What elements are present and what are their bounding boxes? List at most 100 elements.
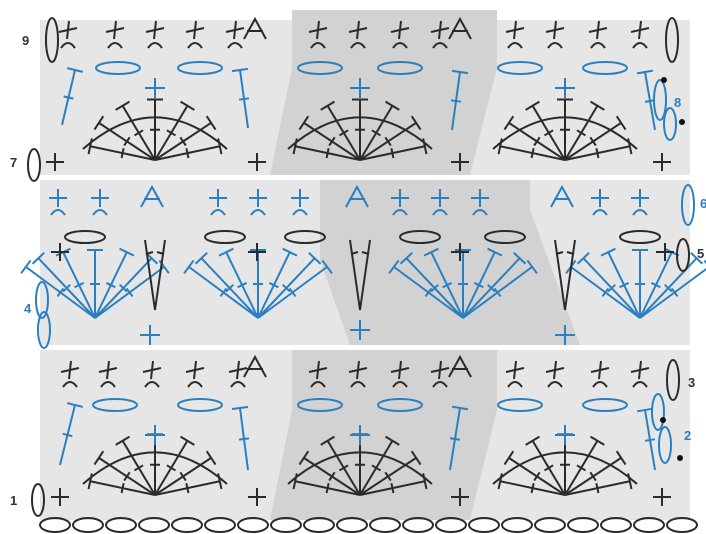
row2-fan-1-dc2-top xyxy=(320,435,335,446)
row9-sc-12-v xyxy=(638,20,642,40)
row2-fan-0-dc2-tick xyxy=(133,464,144,472)
row2-fan-1-dc4-tick xyxy=(371,464,382,472)
row3-arc-11 xyxy=(592,381,608,388)
row4-fan-right-dc2-top xyxy=(600,247,616,257)
repeat-shading xyxy=(40,10,690,520)
row2-blue-dc-3-tick xyxy=(644,438,656,442)
row7-fan-2-dc4-tick xyxy=(576,129,587,137)
row3-arc-2 xyxy=(144,381,160,388)
row2-blue-dc-0-top xyxy=(66,402,84,408)
row1-chain-14 xyxy=(501,517,533,533)
row2-chain-1 xyxy=(177,398,223,412)
row2-blue-dc-2-top xyxy=(451,405,469,411)
row9-sc-5-v xyxy=(316,20,320,40)
row9-arc-9 xyxy=(507,42,523,49)
row2-fan-0-dc5-top xyxy=(205,450,217,466)
row3-arc-1 xyxy=(100,381,116,388)
row2-fan-0-dc5-tick xyxy=(179,471,187,482)
row7-fan-2-dc1-tick xyxy=(533,136,541,147)
row4-fan-a-dc5-tick xyxy=(281,283,291,293)
row7-fan-2-dc2-tick xyxy=(543,129,554,137)
row4-fan-left-dc4-tick xyxy=(105,282,116,289)
row9-sc-7-v xyxy=(398,20,402,40)
row1-chain-3 xyxy=(138,517,170,533)
row4-fan-a-dc6-top xyxy=(321,259,333,274)
row4-fan-left-dc6-tick xyxy=(125,287,134,298)
row4-fan-right-dc5-top xyxy=(690,252,704,265)
row7-fan-2-dc1-top xyxy=(503,115,515,131)
row4-fan-left-dc1-top xyxy=(31,252,45,265)
row9-arc-11 xyxy=(590,42,606,49)
row9-sc-9-v xyxy=(513,20,517,40)
row6-arc-6 xyxy=(432,209,448,216)
row4-fan-a-dc4-top xyxy=(282,247,298,257)
row2-chain-3 xyxy=(377,398,423,412)
row4-fan-left-dc1-tick xyxy=(62,283,72,293)
row1-chain-5 xyxy=(204,517,236,533)
row4-fan-a-dc0-tick xyxy=(219,287,228,298)
row3-sc-11-v xyxy=(598,360,602,380)
row9-arc-10 xyxy=(547,42,563,49)
row-label-4: 4 xyxy=(24,301,32,316)
row2-chain-4 xyxy=(497,398,543,412)
row4-fan-right-dc5-tick xyxy=(663,283,673,293)
row9-arc-0 xyxy=(60,42,76,49)
row2-fan-1-dc6-tick xyxy=(390,483,395,494)
row7-fan-1-dc1-top xyxy=(298,115,310,131)
row4-fan-b-dc4-top xyxy=(487,247,503,257)
row1-chain-1 xyxy=(72,517,104,533)
row8-marker-b xyxy=(679,119,685,125)
row4-fan-b-dc5-top xyxy=(513,252,527,265)
row2-fan-1-dc4-top xyxy=(385,435,400,446)
row8-blue-dc-2-tick xyxy=(450,99,462,103)
row1-chain-6 xyxy=(237,517,269,533)
row9-arc-2 xyxy=(147,42,163,49)
row4-fan-right-dc6-tick xyxy=(670,287,679,298)
row2-blue-dc-1-top xyxy=(231,405,249,411)
row3-sc-8-v xyxy=(438,360,442,380)
row4-fan-a-dc2-top xyxy=(218,247,234,257)
row2-fan-1-dc6-top xyxy=(422,473,428,490)
stitch-symbols xyxy=(20,16,706,533)
row7-fan-1-dc0-tick xyxy=(325,148,330,159)
row5-v-1-tl xyxy=(350,251,359,255)
row7-fan-1-dc6-tick xyxy=(390,148,395,159)
row7-fan-0-dc4-top xyxy=(180,100,195,111)
row7-fan-0-dc2-top xyxy=(115,100,130,111)
row5-turn-chain xyxy=(676,238,690,272)
row6-turn-oval xyxy=(681,184,695,226)
row4-fan-b-dc0-tick xyxy=(424,287,433,298)
row9-end-chain xyxy=(665,17,679,63)
row2-blue-dc-0-tick xyxy=(62,432,73,438)
row5-v-1-tr xyxy=(361,251,370,255)
row-label-3: 3 xyxy=(688,375,695,390)
row7-fan-0-dc5-top xyxy=(205,115,217,131)
row2-fan-1-dc5-top xyxy=(410,450,422,466)
row4-fan-right-dc1-top xyxy=(576,252,590,265)
row2-blue-dc-2-tick xyxy=(449,437,461,441)
row8-marker-a xyxy=(661,77,667,83)
row5-v-0-r xyxy=(154,239,166,311)
row5-v-1-r xyxy=(359,239,371,311)
row5-chain-4 xyxy=(484,230,526,244)
row7-fan-0-dc0-tick xyxy=(120,148,125,159)
row3-sc-9-v xyxy=(513,360,517,380)
row4-fan-b-dc0-top xyxy=(388,259,400,274)
row6-peak-c xyxy=(550,184,574,208)
row8-chain-4 xyxy=(497,61,543,75)
row9-sc-4-v xyxy=(233,20,237,40)
row4-fan-a-dc4-tick xyxy=(268,282,279,289)
row4-fan-a-dc6-tick xyxy=(288,287,297,298)
row4-fan-b-dc1-top xyxy=(399,252,413,265)
row3-arc-0 xyxy=(62,381,78,388)
row2-blue-dc-3-top xyxy=(636,407,654,413)
row4-fan-left-dc0-tick xyxy=(56,287,65,298)
row8-turn-oval-a xyxy=(653,79,667,121)
row7-fan-2-dc5-tick xyxy=(589,136,597,147)
row3-turn-chain xyxy=(666,359,680,401)
row7-fan-1-dc2-top xyxy=(320,100,335,111)
row2-chain-0 xyxy=(92,398,138,412)
row5-chain-1 xyxy=(204,230,246,244)
row2-fan-2-dc0-tick xyxy=(530,483,535,494)
